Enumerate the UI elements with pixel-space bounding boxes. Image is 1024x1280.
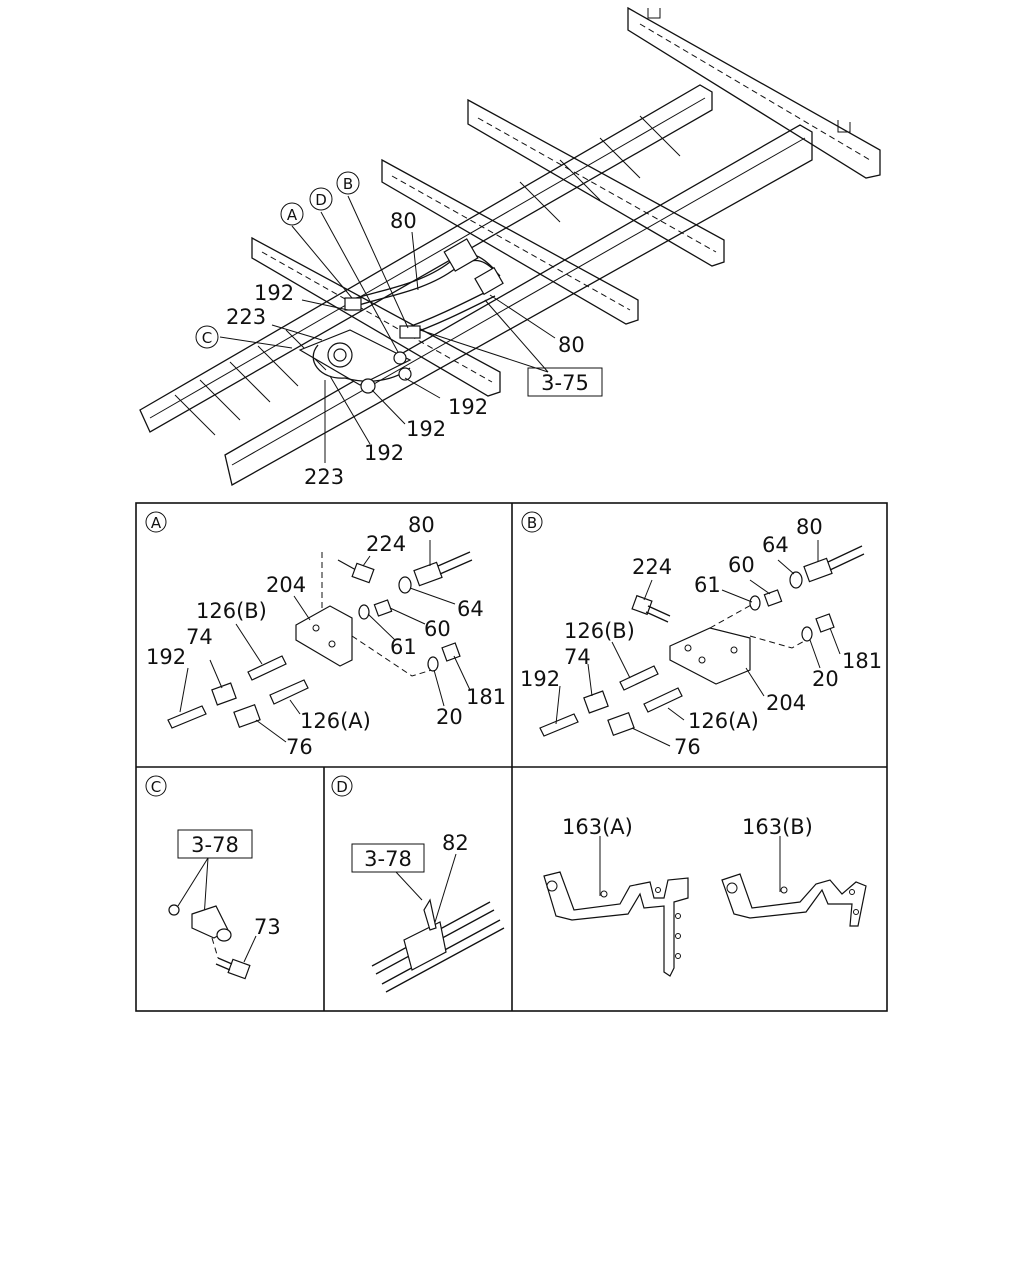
a-label-20: 20 <box>436 705 463 729</box>
ref-box-3-78-c: 3-78 <box>177 829 253 859</box>
label-80-right: 80 <box>558 333 585 357</box>
a-label-74: 74 <box>186 625 213 649</box>
b-label-224: 224 <box>632 555 672 579</box>
callout-b-overview: B <box>336 171 360 195</box>
panel-a: A <box>145 511 506 759</box>
label-192-r2: 192 <box>406 417 446 441</box>
svg-text:D: D <box>336 778 348 796</box>
label-80-top: 80 <box>390 209 417 233</box>
b-label-192: 192 <box>520 667 560 691</box>
panel-c: C 3-78 73 <box>145 775 281 980</box>
label-192-r3: 192 <box>364 441 404 465</box>
b-label-60: 60 <box>728 553 755 577</box>
svg-text:B: B <box>343 175 353 193</box>
b-label-74: 74 <box>564 645 591 669</box>
label-192-r1: 192 <box>448 395 488 419</box>
a-label-64: 64 <box>457 597 484 621</box>
a-label-76: 76 <box>286 735 313 759</box>
b-label-126a: 126(A) <box>688 709 759 733</box>
a-label-192: 192 <box>146 645 186 669</box>
a-label-80: 80 <box>408 513 435 537</box>
b-label-204: 204 <box>766 691 806 715</box>
a-label-61: 61 <box>390 635 417 659</box>
b-label-64: 64 <box>762 533 789 557</box>
svg-text:A: A <box>287 206 298 224</box>
svg-text:C: C <box>202 329 212 347</box>
chassis-frame-drawing <box>139 6 881 486</box>
ref-box-3-78-d: 3-78 <box>351 843 425 873</box>
panel-d: D 3-78 82 <box>331 775 505 993</box>
a-label-126a: 126(A) <box>300 709 371 733</box>
ref-box-3-75: 3-75 <box>527 367 603 397</box>
e-label-163a: 163(A) <box>562 815 633 839</box>
a-label-224: 224 <box>366 532 406 556</box>
label-223-bottom: 223 <box>304 465 344 489</box>
svg-text:3-75: 3-75 <box>541 371 589 395</box>
a-label-126b: 126(B) <box>196 599 267 623</box>
svg-text:A: A <box>151 514 162 532</box>
svg-text:B: B <box>527 514 537 532</box>
a-label-60: 60 <box>424 617 451 641</box>
a-label-204: 204 <box>266 573 306 597</box>
b-label-61: 61 <box>694 573 721 597</box>
b-label-80: 80 <box>796 515 823 539</box>
c-label-73: 73 <box>254 915 281 939</box>
b-label-76: 76 <box>674 735 701 759</box>
svg-text:3-78: 3-78 <box>364 847 412 871</box>
label-192-left: 192 <box>254 281 294 305</box>
svg-text:D: D <box>315 191 327 209</box>
b-label-181: 181 <box>842 649 882 673</box>
b-label-20: 20 <box>812 667 839 691</box>
callout-a-overview: A <box>280 202 304 226</box>
d-label-82: 82 <box>442 831 469 855</box>
panel-b: B <box>520 511 882 759</box>
callout-d-overview: D <box>309 187 333 211</box>
b-label-126b: 126(B) <box>564 619 635 643</box>
svg-text:3-78: 3-78 <box>191 833 239 857</box>
callout-c-overview: C <box>195 325 219 349</box>
a-label-181: 181 <box>466 685 506 709</box>
label-223-top: 223 <box>226 305 266 329</box>
e-label-163b: 163(B) <box>742 815 813 839</box>
panel-e: 163(A) 163(B) <box>543 815 867 977</box>
svg-text:C: C <box>151 778 161 796</box>
